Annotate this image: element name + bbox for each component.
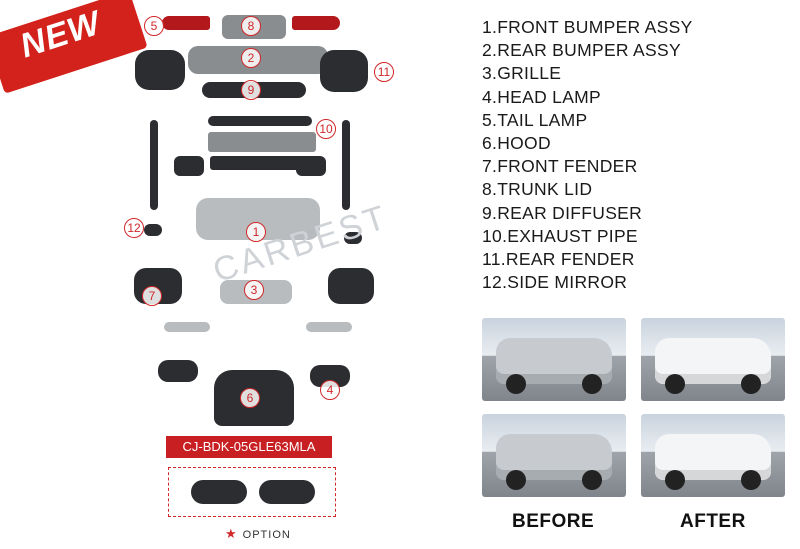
option-text: OPTION bbox=[242, 529, 291, 541]
before-photo-front bbox=[482, 414, 626, 497]
part-number-2: 2 bbox=[241, 48, 261, 68]
part-number-4: 4 bbox=[320, 380, 340, 400]
parts-list-item: 4.HEAD LAMP bbox=[482, 86, 602, 107]
after-caption: AFTER bbox=[680, 511, 746, 532]
before-photo-rear bbox=[482, 318, 626, 401]
part-number-12: 12 bbox=[124, 218, 144, 238]
part-number-11: 11 bbox=[374, 62, 394, 82]
grille-inserts-2 bbox=[296, 156, 326, 176]
part-number-5: 5 bbox=[144, 16, 164, 36]
part-number-1: 1 bbox=[246, 222, 266, 242]
new-banner-text: NEW bbox=[15, 3, 106, 66]
star-icon: ★ bbox=[225, 526, 238, 541]
wheel bbox=[741, 470, 761, 490]
wheel bbox=[506, 374, 526, 394]
front-fender-right bbox=[328, 268, 374, 304]
bracket-set-2 bbox=[210, 156, 310, 170]
exhaust-pipes bbox=[208, 116, 312, 126]
parts-list-item: 8.TRUNK LID bbox=[482, 179, 593, 200]
part-number-6: 6 bbox=[240, 388, 260, 408]
part-number-3: 3 bbox=[244, 280, 264, 300]
parts-list-item: 2.REAR BUMPER ASSY bbox=[482, 40, 681, 61]
parts-illustration bbox=[130, 10, 400, 430]
parts-list-item: 12.SIDE MIRROR bbox=[482, 272, 628, 293]
parts-list-item: 9.REAR DIFFUSER bbox=[482, 202, 643, 223]
before-caption: BEFORE bbox=[512, 511, 595, 532]
parts-list-item: 5.TAIL LAMP bbox=[482, 109, 588, 130]
parts-list: 1.FRONT BUMPER ASSY 2.REAR BUMPER ASSY 3… bbox=[482, 16, 693, 294]
part-number-7: 7 bbox=[142, 286, 162, 306]
rear-fender-right bbox=[320, 50, 368, 92]
side-skirt-left bbox=[164, 322, 210, 332]
option-legend: ★ OPTION bbox=[225, 526, 291, 542]
tail-lamp-right bbox=[292, 16, 340, 30]
side-skirt-right bbox=[306, 322, 352, 332]
bracket-set bbox=[208, 132, 316, 152]
option-box bbox=[168, 467, 336, 517]
wheel bbox=[582, 470, 602, 490]
wheel bbox=[741, 374, 761, 394]
after-photo-front bbox=[641, 318, 785, 401]
parts-list-item: 3.GRILLE bbox=[482, 63, 562, 84]
wheel bbox=[665, 470, 685, 490]
wheel-arch-right bbox=[342, 120, 350, 210]
parts-list-item: 7.FRONT FENDER bbox=[482, 156, 638, 177]
wheel bbox=[506, 470, 526, 490]
wheel bbox=[582, 374, 602, 394]
parts-list-item: 11.REAR FENDER bbox=[482, 249, 635, 270]
new-banner: NEW bbox=[0, 0, 148, 94]
side-mirror-right bbox=[344, 232, 362, 244]
head-lamp-right bbox=[310, 365, 350, 387]
side-mirror-left bbox=[144, 224, 162, 236]
rear-fender-left bbox=[135, 50, 185, 90]
part-number-9: 9 bbox=[241, 80, 261, 100]
part-number-8: 8 bbox=[241, 16, 261, 36]
parts-list-item: 6.HOOD bbox=[482, 133, 551, 154]
option-head-lamp-left bbox=[191, 480, 247, 504]
grille-inserts bbox=[174, 156, 204, 176]
wheel bbox=[665, 374, 685, 394]
option-head-lamp-right bbox=[259, 480, 315, 504]
wheel-arch-left bbox=[150, 120, 158, 210]
tail-lamp-left bbox=[162, 16, 210, 30]
sku-label: CJ-BDK-05GLE63MLA bbox=[166, 436, 332, 458]
parts-list-item: 1.FRONT BUMPER ASSY bbox=[482, 17, 693, 37]
parts-list-item: 10.EXHAUST PIPE bbox=[482, 225, 638, 246]
head-lamp-left bbox=[158, 360, 198, 382]
part-number-10: 10 bbox=[316, 119, 336, 139]
after-photo-rear bbox=[641, 414, 785, 497]
